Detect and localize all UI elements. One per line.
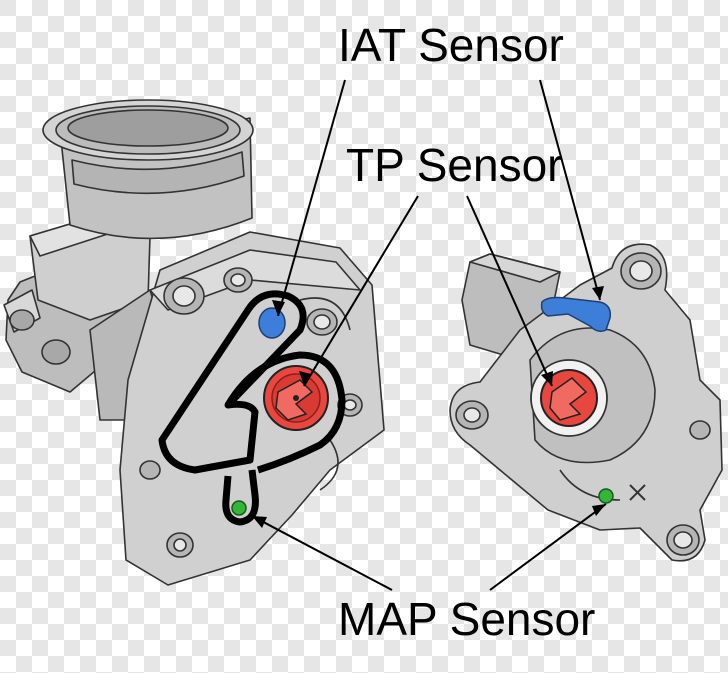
tp-sensor-label: TP Sensor [346,139,563,191]
iat-leader-left [277,79,346,317]
tp-sensor-front [263,365,329,431]
map-leader-right [489,503,607,591]
iat-sensor-front [258,307,286,339]
leader-arrowheads [252,286,606,528]
tp-leader-right [466,195,553,387]
map-sensor-label: MAP Sensor [338,593,596,645]
iat-sensor-label: IAT Sensor [338,19,564,71]
map-sensor-front [231,500,247,516]
tp-leader-left [303,195,419,387]
map-leader-left [251,515,393,591]
iat-sensor-rear [540,296,612,333]
iat-leader-right [539,79,601,301]
tp-sensor-rear [530,359,608,437]
throttle-body-front [3,99,385,586]
map-sensor-rear [598,488,614,504]
leader-lines [251,79,607,591]
gasket-outline [158,290,346,526]
